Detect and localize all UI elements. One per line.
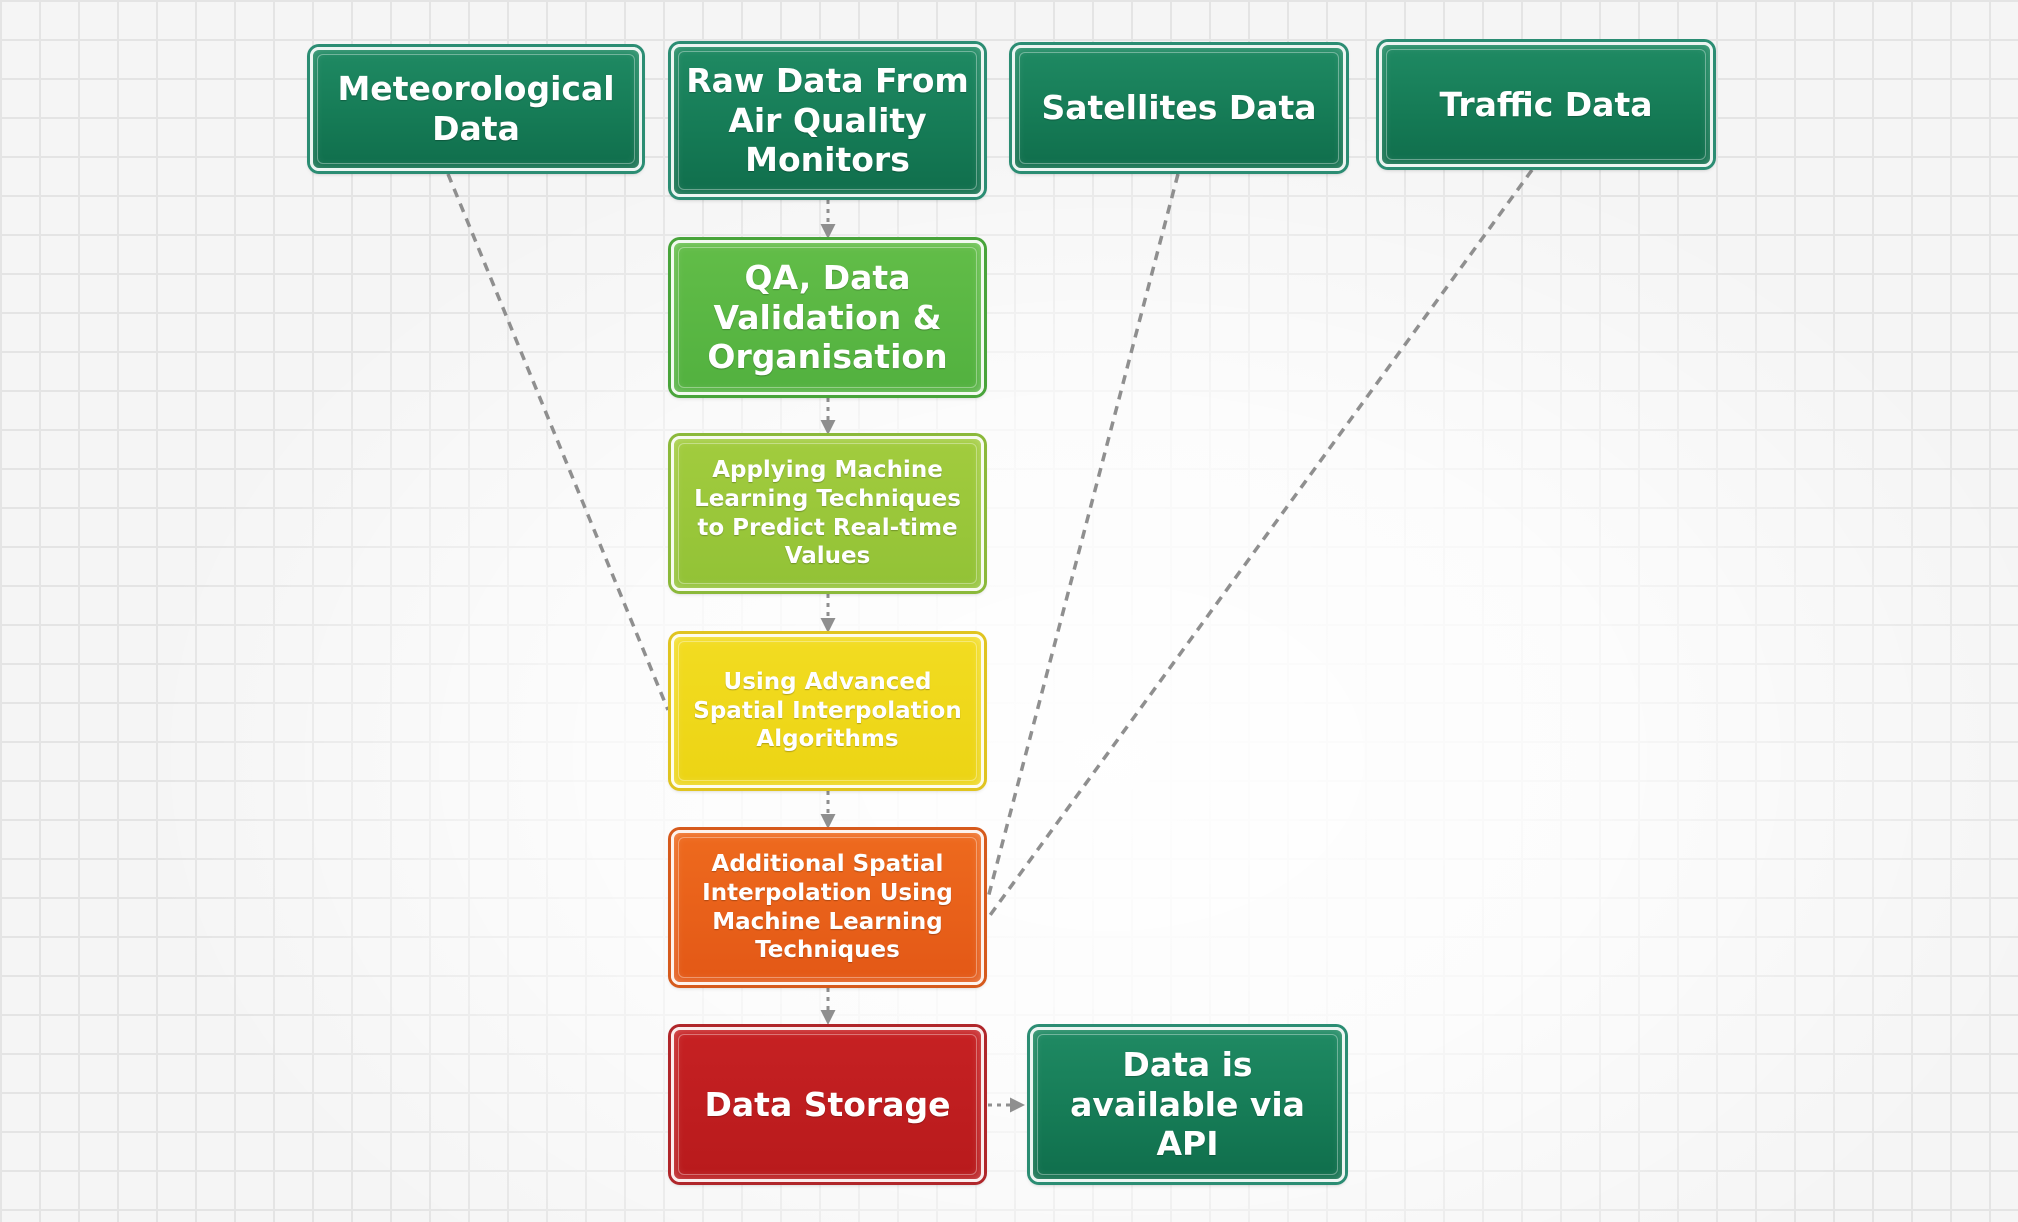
node-label: Data is available via API bbox=[1070, 1045, 1305, 1164]
node-label: Data Storage bbox=[704, 1084, 951, 1124]
edge-meteorological-to-spatial bbox=[446, 173, 670, 711]
node-label: Raw Data From Air Quality Monitors bbox=[686, 61, 969, 180]
node-satellites-data: Satellites Data bbox=[1012, 45, 1346, 171]
node-label: QA, Data Validation & Organisation bbox=[707, 258, 948, 377]
node-qa-validation: QA, Data Validation & Organisation bbox=[671, 240, 984, 395]
node-additional-interpolation: Additional Spatial Interpolation Using M… bbox=[671, 830, 984, 985]
node-label: Using Advanced Spatial Interpolation Alg… bbox=[693, 668, 962, 753]
edge-satellites-to-additional bbox=[986, 173, 1180, 899]
node-label: Meteorological Data bbox=[337, 69, 615, 148]
node-traffic-data: Traffic Data bbox=[1379, 42, 1713, 167]
node-data-api: Data is available via API bbox=[1030, 1027, 1345, 1182]
node-label: Traffic Data bbox=[1439, 84, 1653, 124]
node-data-storage: Data Storage bbox=[671, 1027, 984, 1182]
node-meteorological-data: Meteorological Data bbox=[310, 47, 642, 171]
node-label: Additional Spatial Interpolation Using M… bbox=[702, 850, 953, 964]
edge-traffic-to-additional bbox=[986, 168, 1534, 920]
node-machine-learning: Applying Machine Learning Techniques to … bbox=[671, 436, 984, 591]
node-spatial-interpolation: Using Advanced Spatial Interpolation Alg… bbox=[671, 634, 984, 788]
node-label: Applying Machine Learning Techniques to … bbox=[694, 456, 961, 570]
node-label: Satellites Data bbox=[1041, 88, 1317, 128]
node-raw-data-air-quality: Raw Data From Air Quality Monitors bbox=[671, 44, 984, 197]
